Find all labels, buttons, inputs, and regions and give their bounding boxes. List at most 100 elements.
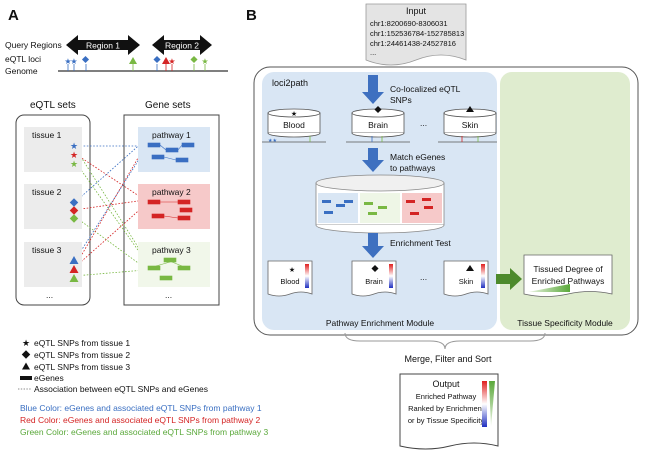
diamond-icon <box>69 206 79 215</box>
enrichment-test-label: Enrichment Test <box>390 238 451 248</box>
association-lines <box>73 139 146 277</box>
tissue-3-group: tissue 3 <box>24 242 82 287</box>
svg-text:Blood: Blood <box>280 277 299 286</box>
cylinder-ellipsis: ... <box>420 118 427 128</box>
flow-arrow-1 <box>362 75 384 104</box>
pathway-ellipsis: ... <box>165 290 172 300</box>
svg-text:Input: Input <box>406 6 427 16</box>
svg-text:eQTL SNPs from tissue 1: eQTL SNPs from tissue 1 <box>34 338 130 348</box>
svg-text:Blood: Blood <box>283 120 305 130</box>
pathway-3-group: pathway 3 <box>138 242 210 287</box>
input-document: Input chr1:8200690-8306031 chr1:15253678… <box>365 3 467 66</box>
eqtl-sets-title: eQTL sets <box>30 100 76 111</box>
svg-text:Enriched Pathways: Enriched Pathways <box>532 276 605 286</box>
tissue-ellipsis: ... <box>46 290 53 300</box>
svg-text:Enriched Pathway: Enriched Pathway <box>416 392 477 401</box>
svg-text:★: ★ <box>289 266 295 274</box>
svg-text:eGenes: eGenes <box>34 373 64 383</box>
gene-sets-title: Gene sets <box>145 100 191 111</box>
star-icon: ★ <box>22 338 30 348</box>
svg-text:chr1:152536784-152785813: chr1:152536784-152785813 <box>370 29 464 38</box>
svg-text:Ranked by Enrichment: Ranked by Enrichment <box>408 404 485 413</box>
svg-text:Blue Color: eGenes and associa: Blue Color: eGenes and associated eQTL S… <box>20 403 262 413</box>
tissue-module-label: Tissue Specificity Module <box>517 318 613 328</box>
svg-text:tissue 2: tissue 2 <box>32 187 62 197</box>
flow-arrow-3 <box>362 233 384 258</box>
svg-text:pathway 3: pathway 3 <box>152 245 191 255</box>
enrichment-doc-skin: Skin <box>443 260 489 297</box>
region-1-arrow: Region 1 <box>66 35 140 55</box>
panel-a-legend: ★ eQTL SNPs from tissue 1 eQTL SNPs from… <box>18 338 268 437</box>
framework-box <box>253 66 639 336</box>
panel-a-letter: A <box>8 7 19 24</box>
svg-text:Brain: Brain <box>365 277 383 286</box>
triangle-icon <box>69 256 79 264</box>
svg-text:pathway 1: pathway 1 <box>152 130 191 140</box>
svg-text:★: ★ <box>70 57 77 66</box>
svg-text:or by Tissue Specificity: or by Tissue Specificity <box>408 416 485 425</box>
diamond-icon <box>21 350 31 359</box>
match-label-2: to pathways <box>390 163 435 173</box>
svg-text:★: ★ <box>64 57 71 66</box>
svg-text:chr1:24461438-24527816: chr1:24461438-24527816 <box>370 39 456 48</box>
svg-text:pathway 2: pathway 2 <box>152 187 191 197</box>
svg-text:Skin: Skin <box>462 120 479 130</box>
svg-text:Tissued Degree of: Tissued Degree of <box>533 264 603 274</box>
merge-label: Merge, Filter and Sort <box>404 354 492 364</box>
svg-text:eQTL SNPs from tissue 2: eQTL SNPs from tissue 2 <box>34 350 130 360</box>
triangle-icon <box>69 274 79 282</box>
tissue-specificity-arrow <box>496 268 522 290</box>
genome-label: Genome <box>5 66 38 76</box>
tissued-degree-doc: Tissued Degree of Enriched Pathways <box>523 254 613 297</box>
svg-text:★: ★ <box>291 110 297 118</box>
panel-b-letter: B <box>246 7 257 24</box>
module-name: loci2path <box>272 78 308 88</box>
svg-text:★★: ★★ <box>268 138 277 144</box>
tissue-cylinder-blood: ★ Blood ★★ <box>262 108 326 144</box>
svg-text:chr1:8200690-8306031: chr1:8200690-8306031 <box>370 19 448 28</box>
pathway-module-label: Pathway Enrichment Module <box>326 318 434 328</box>
colocalized-label-2: SNPs <box>390 95 412 105</box>
pathway-2-group: pathway 2 <box>138 184 210 229</box>
svg-text:tissue 3: tissue 3 <box>32 245 62 255</box>
region-2-arrow: Region 2 <box>152 35 212 55</box>
triangle-icon <box>69 265 79 273</box>
tissue-cylinder-brain: Brain <box>346 105 410 143</box>
tissue-cylinder-skin: Skin <box>438 106 497 143</box>
svg-text:Red Color: eGenes and associat: Red Color: eGenes and associated eQTL SN… <box>20 415 260 425</box>
egene-icon <box>20 376 32 380</box>
svg-text:eQTL SNPs from tissue 3: eQTL SNPs from tissue 3 <box>34 362 130 372</box>
enrichment-doc-brain: Brain <box>351 260 397 297</box>
svg-text:Association between eQTL SNPs: Association between eQTL SNPs and eGenes <box>34 384 208 394</box>
svg-text:Region 2: Region 2 <box>165 41 199 51</box>
svg-text:...: ... <box>370 48 376 57</box>
svg-text:★: ★ <box>168 57 175 66</box>
svg-text:Region 1: Region 1 <box>86 41 120 51</box>
star-icon: ★ <box>70 159 78 169</box>
triangle-icon <box>22 362 30 370</box>
star-icon: ★ <box>70 141 78 151</box>
diamond-icon <box>69 214 79 223</box>
svg-text:Output: Output <box>432 379 460 389</box>
query-regions-label: Query Regions <box>5 40 62 50</box>
pathway-1-group: pathway 1 <box>138 127 210 172</box>
eqtl-loci-markers: ★ ★ ★ ★ <box>64 55 209 71</box>
match-label-1: Match eGenes <box>390 152 445 162</box>
tissue-2-group: tissue 2 <box>24 184 82 229</box>
eqtl-sets-box <box>15 114 91 306</box>
colocalized-label-1: Co-localized eQTL <box>390 84 461 94</box>
svg-text:tissue 1: tissue 1 <box>32 130 62 140</box>
flow-arrow-2 <box>362 148 384 172</box>
star-icon: ★ <box>70 150 78 160</box>
pathway-database-cylinder <box>315 174 445 234</box>
eqtl-loci-label: eQTL loci <box>5 54 41 64</box>
svg-text:★: ★ <box>201 57 208 66</box>
svg-text:Brain: Brain <box>368 120 388 130</box>
gene-sets-box <box>123 114 220 306</box>
enrichment-doc-blood: ★ Blood <box>267 260 313 297</box>
merge-brace <box>344 332 546 350</box>
svg-text:Skin: Skin <box>459 277 474 286</box>
output-document: Output Enriched Pathway Ranked by Enrich… <box>399 373 499 450</box>
doc-ellipsis: ... <box>420 272 427 282</box>
